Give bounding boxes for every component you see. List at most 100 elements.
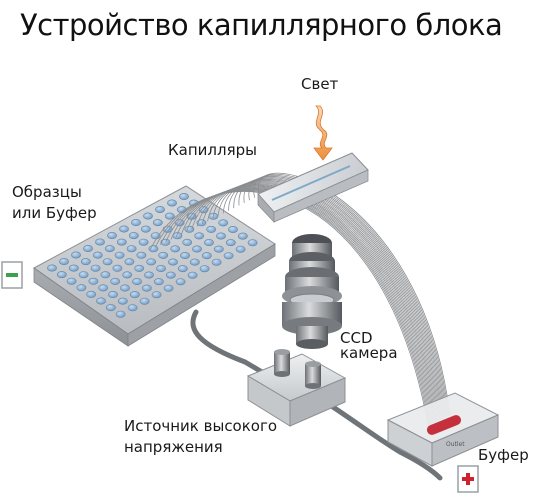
sample-well bbox=[100, 271, 111, 279]
buffer-reservoir: Outlet bbox=[386, 392, 500, 467]
sample-well bbox=[179, 193, 189, 201]
sample-well bbox=[216, 232, 226, 240]
sample-well bbox=[182, 238, 193, 246]
sample-well bbox=[78, 271, 89, 279]
sample-well bbox=[225, 239, 236, 247]
sample-well bbox=[228, 226, 238, 234]
sample-well bbox=[131, 219, 141, 227]
sample-well bbox=[152, 219, 163, 227]
sample-well bbox=[127, 304, 138, 312]
sample-well bbox=[98, 284, 109, 292]
sample-well bbox=[88, 277, 99, 285]
buffer-label: Буфер bbox=[478, 446, 529, 464]
sample-well bbox=[124, 258, 135, 266]
sample-well bbox=[117, 297, 128, 305]
sample-well bbox=[108, 290, 118, 298]
high-voltage-source bbox=[246, 349, 347, 427]
sample-well bbox=[204, 239, 214, 247]
sample-well bbox=[122, 271, 133, 279]
sample-well bbox=[155, 206, 165, 214]
sample-well bbox=[199, 265, 210, 273]
hv-label-line2: напряжения bbox=[124, 438, 223, 456]
sample-well bbox=[213, 245, 224, 253]
sample-well bbox=[163, 284, 174, 292]
ccd-camera bbox=[282, 234, 342, 349]
sample-well bbox=[187, 271, 198, 279]
sample-well bbox=[126, 245, 137, 253]
cable-hv-to-buffer bbox=[327, 402, 443, 481]
capillaries-label: Капилляры bbox=[168, 141, 257, 159]
sample-well bbox=[92, 251, 103, 259]
sample-well bbox=[153, 278, 164, 286]
sample-well bbox=[237, 232, 248, 240]
sample-well bbox=[76, 284, 87, 292]
capillary-line bbox=[258, 172, 451, 416]
sample-well bbox=[175, 278, 186, 286]
light-arrow bbox=[313, 105, 333, 161]
sample-well bbox=[140, 225, 151, 233]
ccd-label-line2: камера bbox=[340, 344, 398, 362]
sample-well bbox=[104, 245, 115, 253]
sample-well bbox=[194, 232, 205, 240]
sample-well bbox=[192, 245, 202, 253]
sample-well bbox=[119, 225, 129, 233]
sample-well bbox=[180, 252, 190, 260]
plus-terminal bbox=[457, 465, 479, 493]
sample-well bbox=[116, 238, 127, 246]
samples-label-line2: или Буфер bbox=[12, 204, 97, 222]
sample-well bbox=[223, 252, 234, 260]
sample-well bbox=[59, 257, 69, 265]
sample-well bbox=[80, 258, 91, 266]
sample-well bbox=[177, 265, 188, 273]
sample-well bbox=[164, 212, 175, 220]
sample-well bbox=[139, 297, 150, 305]
sample-well bbox=[206, 225, 217, 233]
sample-well bbox=[143, 212, 153, 220]
sample-well bbox=[128, 232, 139, 240]
sample-well bbox=[86, 290, 97, 298]
sample-well bbox=[68, 264, 79, 272]
sample-well bbox=[102, 258, 113, 266]
sample-well bbox=[47, 264, 57, 272]
sample-well bbox=[110, 277, 121, 285]
minus-terminal bbox=[1, 261, 23, 289]
sample-well bbox=[165, 271, 176, 279]
sample-well bbox=[151, 291, 162, 299]
diagram-title: Устройство капиллярного блока bbox=[20, 8, 503, 42]
sample-well bbox=[134, 264, 145, 272]
minus-sign-icon bbox=[6, 273, 18, 277]
sample-well bbox=[201, 252, 212, 260]
sample-well bbox=[189, 258, 200, 266]
sample-well bbox=[90, 264, 101, 272]
sample-well bbox=[95, 238, 105, 246]
sample-well bbox=[138, 238, 149, 246]
hv-label-line1: Источник высокого bbox=[124, 417, 278, 435]
sample-well bbox=[114, 251, 125, 259]
sample-well bbox=[235, 245, 246, 253]
sample-well bbox=[112, 264, 123, 272]
sample-well bbox=[218, 219, 229, 227]
hv-terminal-left bbox=[274, 349, 290, 377]
hv-terminal-right bbox=[305, 361, 321, 389]
outlet-label: Outlet bbox=[446, 441, 465, 448]
sample-well bbox=[71, 251, 81, 259]
sample-well bbox=[56, 271, 67, 279]
outlet-electrode bbox=[426, 415, 462, 435]
sample-well bbox=[129, 291, 140, 299]
detection-window bbox=[257, 152, 369, 224]
sample-well bbox=[158, 251, 169, 259]
sample-well bbox=[105, 304, 116, 312]
capillary-line bbox=[253, 173, 450, 416]
sample-well bbox=[160, 238, 171, 246]
sample-well bbox=[146, 258, 157, 266]
sample-well bbox=[144, 271, 154, 279]
sample-well bbox=[168, 258, 178, 266]
sample-well bbox=[156, 264, 166, 272]
ccd-label-line1: CCD bbox=[340, 329, 373, 347]
samples-label-line1: Образцы bbox=[12, 183, 82, 201]
sample-well bbox=[115, 310, 126, 318]
sample-well bbox=[247, 239, 258, 247]
sample-well bbox=[141, 284, 152, 292]
cable-tray-to-hv bbox=[190, 309, 265, 375]
